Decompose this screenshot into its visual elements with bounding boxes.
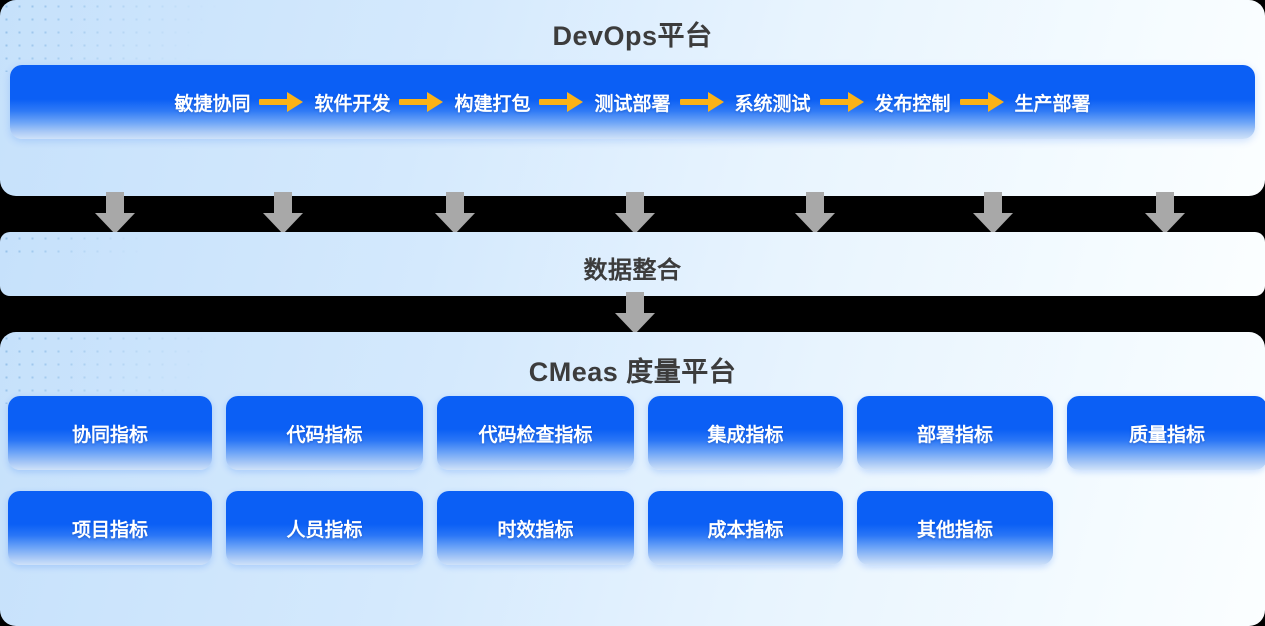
metric-card-label: 项目指标	[71, 519, 148, 541]
metric-card-label: 时效指标	[497, 519, 574, 541]
arrow-right-icon	[539, 91, 585, 113]
pipeline-stage-release-control[interactable]: 发布控制	[874, 93, 951, 115]
metric-card-project[interactable]: 项目指标	[8, 491, 212, 565]
data-integration-title: 数据整合	[583, 257, 682, 284]
metric-card-row-2: 项目指标 人员指标 时效指标 成本指标 其他指标	[8, 491, 1053, 565]
metric-card-deployment[interactable]: 部署指标	[857, 396, 1053, 470]
metric-card-code[interactable]: 代码指标	[226, 396, 423, 470]
metric-card-personnel[interactable]: 人员指标	[226, 491, 423, 565]
arrow-down-icon	[263, 192, 303, 234]
metric-card-collaboration[interactable]: 协同指标	[8, 396, 212, 470]
metric-card-cost[interactable]: 成本指标	[648, 491, 843, 565]
arrow-down-icon	[435, 192, 475, 234]
metric-card-label: 集成指标	[707, 424, 784, 446]
devops-pipeline-bar: 敏捷协同 软件开发 构建打包 测试部署 系统测试 发布控制 生产部署	[10, 65, 1255, 139]
metric-card-integration[interactable]: 集成指标	[648, 396, 843, 470]
arrow-down-icon	[615, 192, 655, 234]
arrow-down-icon	[973, 192, 1013, 234]
arrow-right-icon	[399, 91, 445, 113]
arrow-right-icon	[960, 91, 1006, 113]
arrow-right-icon	[259, 91, 305, 113]
arrow-down-icon	[95, 192, 135, 234]
metric-card-label: 质量指标	[1128, 424, 1205, 446]
cmeas-platform-panel: CMeas 度量平台	[0, 332, 1265, 626]
arrow-right-icon	[680, 91, 726, 113]
arrow-right-icon	[820, 91, 866, 113]
metric-card-other[interactable]: 其他指标	[857, 491, 1053, 565]
arrow-down-icon	[615, 292, 655, 334]
metric-card-code-inspection[interactable]: 代码检查指标	[437, 396, 634, 470]
metric-card-label: 部署指标	[916, 424, 993, 446]
metric-card-timeliness[interactable]: 时效指标	[437, 491, 634, 565]
pipeline-stage-build[interactable]: 构建打包	[454, 93, 531, 115]
metric-card-row-1: 协同指标 代码指标 代码检查指标 集成指标 部署指标 质量指标	[8, 396, 1265, 470]
data-integration-panel: 数据整合	[0, 232, 1265, 296]
pipeline-stage-test-deploy[interactable]: 测试部署	[594, 93, 671, 115]
pipeline-stage-development[interactable]: 软件开发	[314, 93, 391, 115]
devops-panel-title: DevOps平台	[552, 21, 713, 51]
cmeas-panel-title: CMeas 度量平台	[528, 357, 737, 387]
arrow-down-icon	[1145, 192, 1185, 234]
pipeline-stage-system-test[interactable]: 系统测试	[734, 93, 811, 115]
devops-platform-panel: DevOps平台 敏捷协同 软件开发 构建打包 测试部署 系统测试 发布控制 生…	[0, 0, 1265, 196]
metric-card-label: 代码检查指标	[478, 424, 593, 446]
metric-card-quality[interactable]: 质量指标	[1067, 396, 1265, 470]
metric-card-label: 协同指标	[71, 424, 148, 446]
pipeline-stage-agile[interactable]: 敏捷协同	[174, 93, 251, 115]
metric-card-label: 人员指标	[286, 519, 363, 541]
metric-card-label: 代码指标	[286, 424, 363, 446]
pipeline-stage-production-deploy[interactable]: 生产部署	[1014, 93, 1091, 115]
metric-card-label: 其他指标	[916, 519, 993, 541]
arrow-down-icon	[795, 192, 835, 234]
metric-card-label: 成本指标	[707, 519, 784, 541]
